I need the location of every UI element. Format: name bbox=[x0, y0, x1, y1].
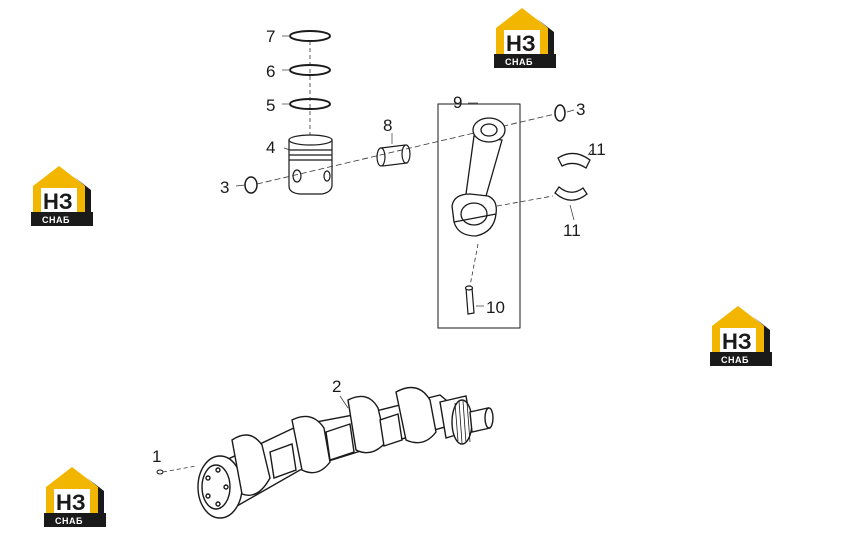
logo-mark: НЗ bbox=[506, 31, 536, 56]
snap-ring-right bbox=[554, 104, 566, 122]
crankshaft bbox=[197, 386, 494, 519]
logo-watermark-bottom: НЗ СНАБ bbox=[44, 467, 106, 527]
snap-ring-left bbox=[244, 176, 258, 194]
callout-1: 1 bbox=[152, 447, 161, 466]
dowel-axis-line bbox=[162, 465, 197, 473]
callout-9: 9 bbox=[453, 93, 462, 112]
connecting-rod bbox=[451, 117, 506, 237]
logo-mark: НЗ bbox=[722, 329, 752, 354]
logo-caption: СНАБ bbox=[55, 516, 83, 526]
dowel-pin bbox=[156, 469, 164, 475]
bearing-axis-line bbox=[496, 195, 554, 207]
callout-2: 2 bbox=[332, 377, 341, 396]
callout-8: 8 bbox=[383, 116, 392, 135]
callout-4: 4 bbox=[266, 138, 275, 157]
crankshaft-gear-teeth bbox=[454, 400, 471, 444]
logo-watermark-left: НЗ СНАБ bbox=[31, 166, 93, 226]
logo-caption: СНАБ bbox=[505, 57, 533, 67]
logo-watermark-top: НЗ СНАБ bbox=[494, 8, 556, 68]
logo-caption: СНАБ bbox=[721, 355, 749, 365]
leader-lines bbox=[235, 35, 593, 409]
piston bbox=[288, 134, 333, 195]
bolt-axis-line bbox=[469, 243, 479, 287]
callout-5: 5 bbox=[266, 96, 275, 115]
callout-3-left: 3 bbox=[220, 178, 229, 197]
pin-axis-line bbox=[256, 113, 556, 185]
piston-pin bbox=[376, 144, 411, 167]
logo-caption: СНАБ bbox=[42, 215, 70, 225]
piston-ring-top bbox=[289, 30, 331, 42]
rod-bolt bbox=[464, 285, 475, 315]
callout-10: 10 bbox=[486, 298, 505, 317]
bearing-shell-lower bbox=[554, 186, 588, 201]
bearing-shell-upper bbox=[557, 152, 591, 169]
logo-watermark-right: НЗ СНАБ bbox=[710, 306, 772, 366]
callout-3-right: 3 bbox=[576, 100, 585, 119]
callout-11-top: 11 bbox=[588, 140, 606, 159]
logo-mark: НЗ bbox=[56, 490, 86, 515]
callout-7: 7 bbox=[266, 27, 275, 46]
connecting-rod-group-box bbox=[437, 103, 521, 329]
logo-mark: НЗ bbox=[43, 189, 73, 214]
callout-11-bottom: 11 bbox=[563, 221, 581, 240]
callout-6: 6 bbox=[266, 62, 275, 81]
